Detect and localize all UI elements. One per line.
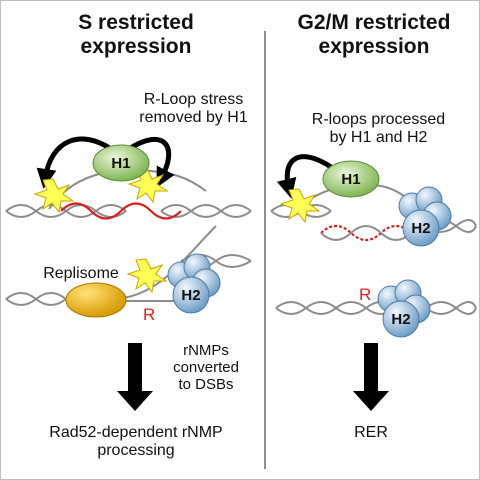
left-star-2 — [127, 168, 169, 204]
right-arrow-curve — [276, 154, 333, 199]
right-rloop-text: R-loops processed by H1 and H2 — [311, 111, 446, 146]
right-h2-bottom-label: H2 — [391, 311, 411, 328]
right-top-dna-lower — [320, 225, 412, 241]
left-star-3 — [126, 258, 168, 294]
left-arrow-curve-2 — [127, 137, 175, 188]
right-r-marker: R — [359, 285, 372, 304]
right-outcome: RER — [354, 424, 388, 441]
right-bottom-dna — [275, 301, 477, 315]
left-h1-protein — [92, 144, 150, 182]
left-outcome: Rad52-dependent rNMP processing — [49, 424, 223, 459]
replisome-label: Replisome — [43, 265, 119, 282]
right-h1-protein — [322, 160, 380, 198]
right-h1-label: H1 — [341, 171, 361, 188]
left-h1-label: H1 — [111, 155, 131, 172]
left-r-marker: R — [143, 305, 156, 324]
right-title: G2/M restricted expression — [297, 11, 451, 58]
right-h2-top-label: H2 — [411, 220, 431, 237]
left-h2-protein — [167, 253, 221, 314]
left-down-arrow — [117, 343, 153, 411]
right-star — [279, 188, 321, 224]
right-h2-protein-bottom — [377, 279, 431, 338]
left-rloop-text: R-Loop stress removed by H1 — [139, 91, 248, 126]
left-rna-strand — [60, 202, 182, 220]
right-h2-protein-top — [398, 186, 452, 247]
left-arrow-curve-1 — [36, 136, 113, 189]
right-down-arrow — [353, 343, 389, 411]
left-arrow-text: rNMPs converted to DSBs — [173, 342, 239, 393]
right-rna-strand — [320, 224, 412, 242]
left-star-1 — [33, 178, 75, 214]
replisome-protein — [65, 282, 127, 318]
left-h2-label: H2 — [181, 287, 201, 304]
left-title: S restricted expression — [78, 11, 194, 58]
